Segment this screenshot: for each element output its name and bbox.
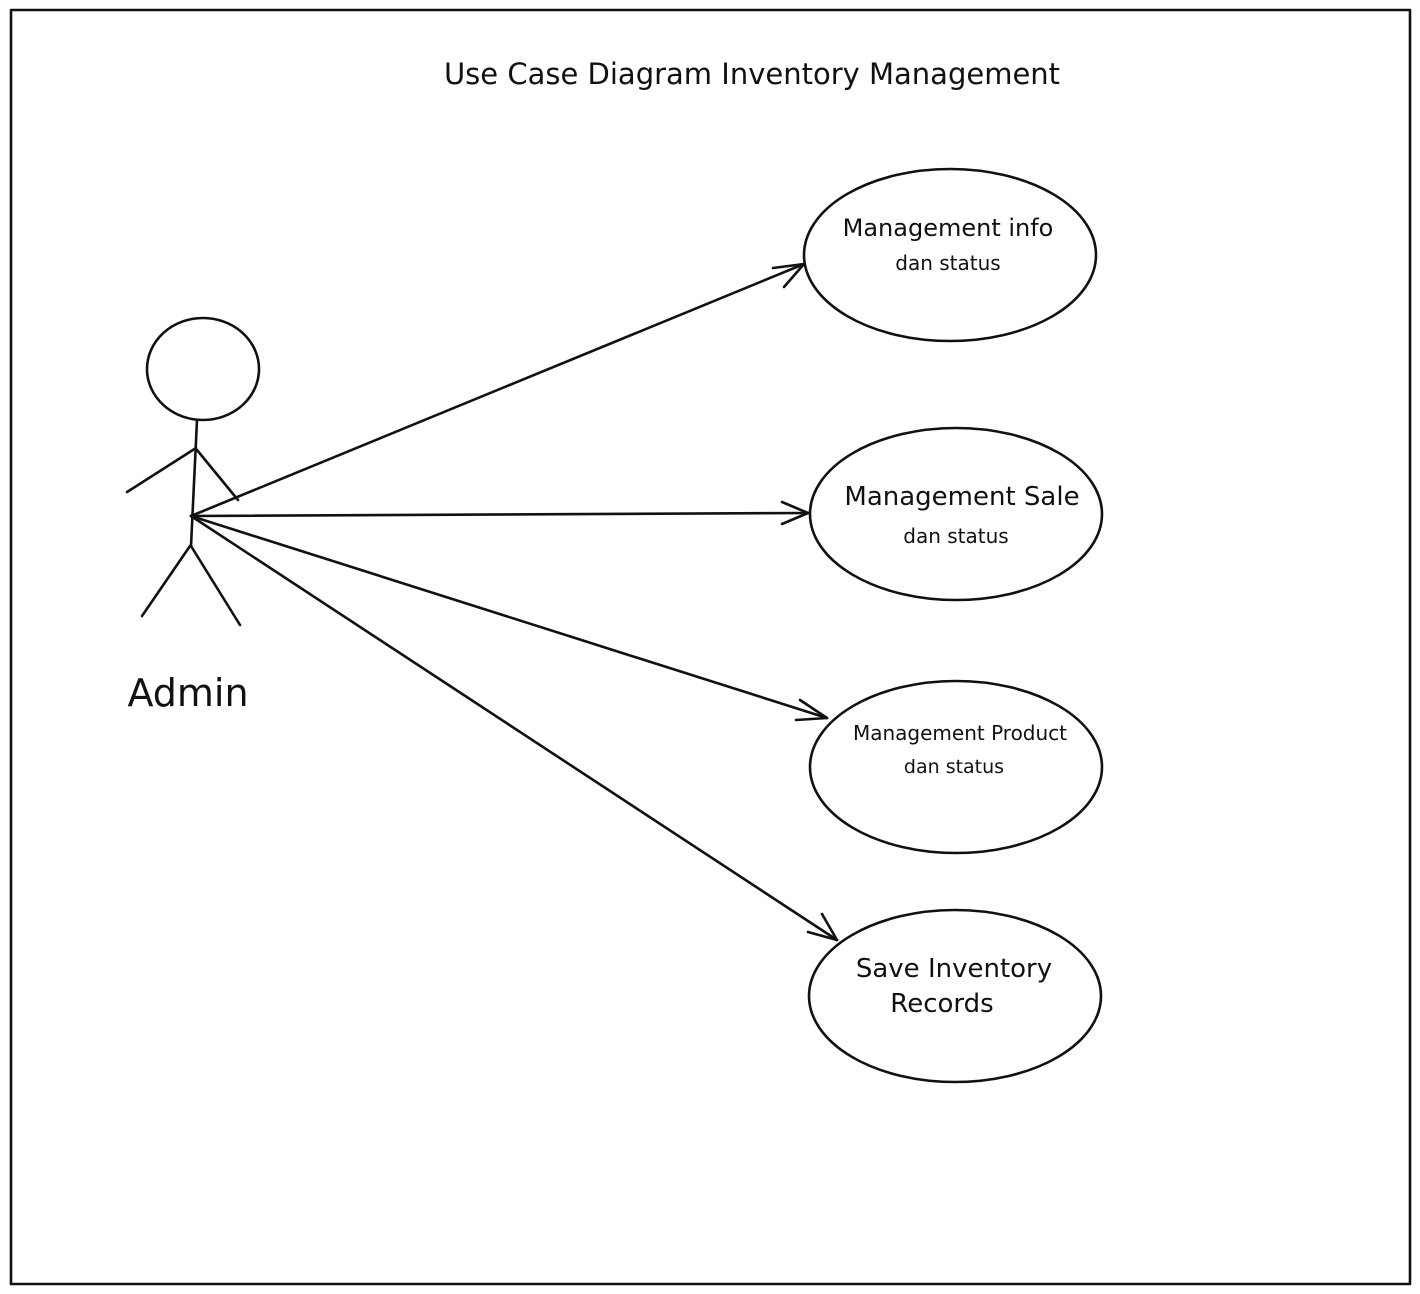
use-case-subtitle: dan status — [903, 524, 1008, 548]
actor-left-arm — [125, 446, 198, 494]
actor-right-leg — [189, 544, 242, 627]
arrow-head — [794, 698, 829, 722]
use-case-ellipse — [808, 679, 1104, 855]
actor-right-arm — [195, 448, 240, 502]
arrow-head — [806, 912, 839, 942]
use-case-subtitle: dan status — [895, 251, 1000, 275]
diagram-title: Use Case Diagram Inventory Management — [444, 57, 1060, 91]
use-case-ellipse — [807, 908, 1103, 1084]
use-case-ellipse — [802, 167, 1098, 343]
actor-left-leg — [140, 544, 192, 618]
association-arrow — [189, 511, 810, 518]
use-case-ellipse — [808, 426, 1104, 602]
actor-head — [145, 316, 261, 422]
use-case-save-inventory-records[interactable]: Save Inventory Records — [807, 908, 1103, 1084]
use-case-title: Save Inventory — [856, 954, 1052, 984]
diagram-frame — [9, 8, 1412, 1286]
associations — [189, 262, 839, 942]
use-case-subtitle: Records — [890, 989, 993, 1019]
actor-label: Admin — [127, 671, 248, 715]
actor-body — [189, 418, 199, 548]
use-case-title: Management Sale — [844, 482, 1079, 512]
use-case-title: Management info — [843, 214, 1054, 242]
use-case-management-product[interactable]: Management Product dan status — [808, 679, 1104, 855]
association-arrow — [189, 514, 839, 942]
use-case-management-sale[interactable]: Management Sale dan status — [808, 426, 1104, 602]
arrow-head — [780, 500, 810, 526]
use-case-management-info[interactable]: Management info dan status — [802, 167, 1098, 343]
association-arrow — [189, 262, 806, 518]
use-case-title: Management Product — [853, 721, 1067, 745]
use-case-subtitle: dan status — [904, 756, 1004, 778]
actor-admin: Admin — [125, 316, 261, 715]
association-arrow — [189, 514, 829, 720]
